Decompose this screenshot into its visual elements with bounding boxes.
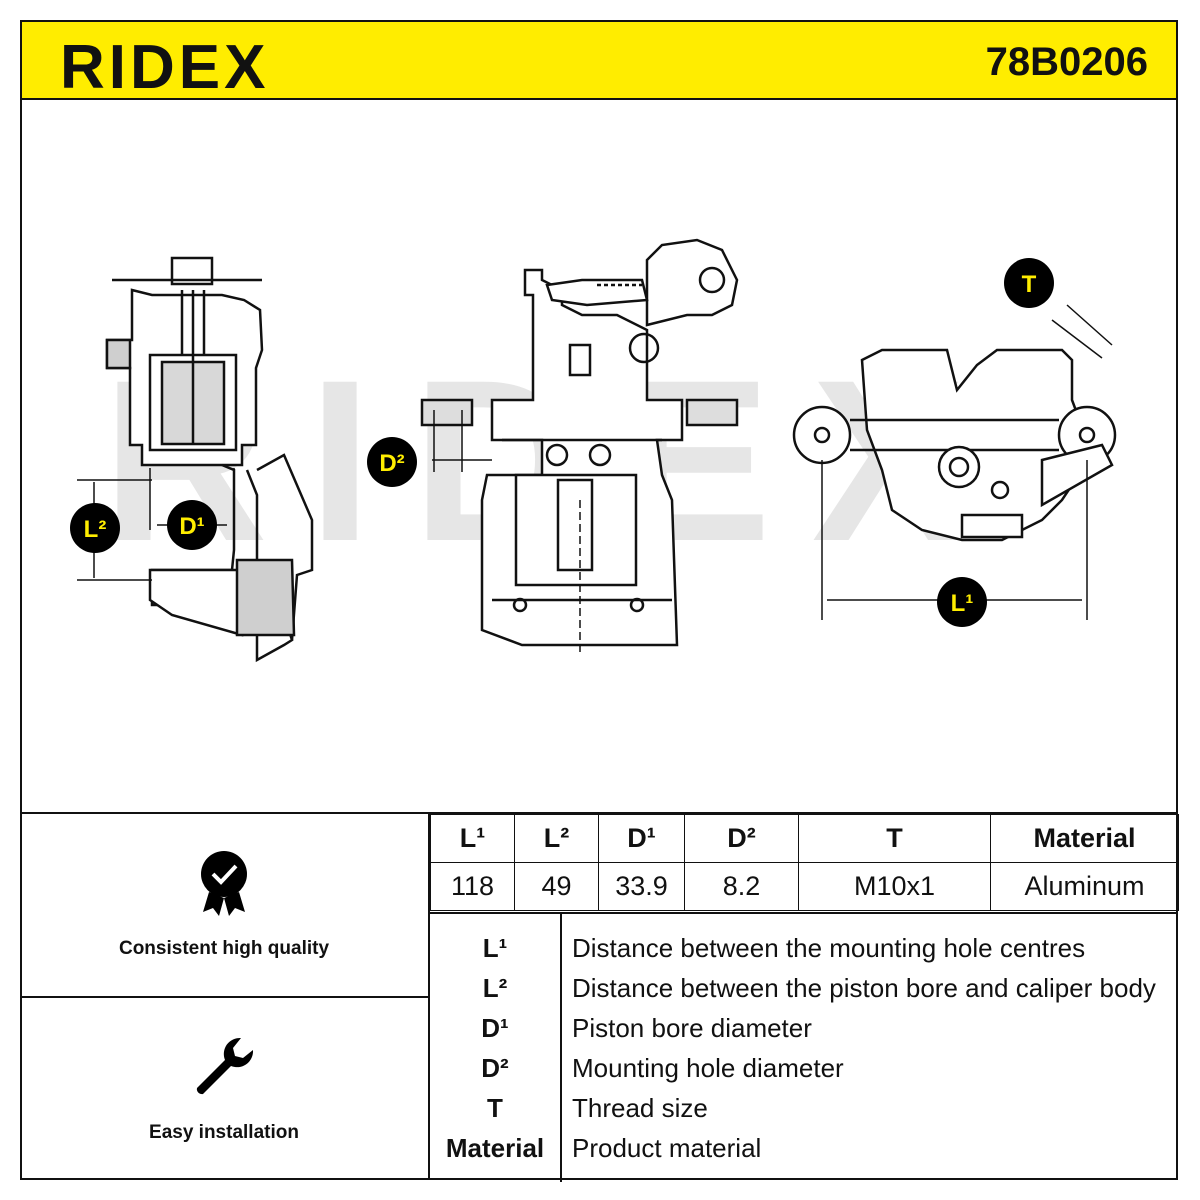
spec-header-row: L¹ L² D¹ D² T Material <box>430 814 1179 863</box>
badge-l1: L¹ <box>937 577 987 627</box>
legend-row: D¹ Piston bore diameter <box>430 1008 1178 1048</box>
feature-installation: Easy installation <box>20 998 428 1180</box>
legend-row: L¹ Distance between the mounting hole ce… <box>430 928 1178 968</box>
spec-value-cell: 49 <box>514 862 599 911</box>
legend-key: Material <box>445 1133 545 1163</box>
spec-value-cell: Aluminum <box>990 862 1179 911</box>
legend-description: Product material <box>572 1133 762 1163</box>
legend-key: L¹ <box>482 933 508 963</box>
svg-text:L²: L² <box>84 516 107 543</box>
spec-value-cell: 33.9 <box>598 862 685 911</box>
spec-value-row: 118 49 33.9 8.2 M10x1 Aluminum <box>430 862 1179 911</box>
spec-header-cell: L¹ <box>430 814 515 863</box>
spec-header-cell: L² <box>514 814 599 863</box>
legend-separator <box>560 914 562 1182</box>
legend-row: T Thread size <box>430 1088 1178 1128</box>
svg-text:L¹: L¹ <box>951 590 974 617</box>
svg-text:D¹: D¹ <box>179 513 204 540</box>
legend-description: Thread size <box>572 1093 708 1123</box>
feature-quality-label: Consistent high quality <box>118 938 330 959</box>
brand-logo-text: RIDEX <box>60 36 269 96</box>
header-bar: RIDEX 78B0206 <box>20 20 1178 100</box>
caliper-section-view <box>77 256 314 663</box>
legend-table: L¹ Distance between the mounting hole ce… <box>430 912 1178 1182</box>
svg-text:T: T <box>1022 271 1037 298</box>
caliper-rear-view <box>792 304 1117 620</box>
badge-d1: D¹ <box>167 500 217 550</box>
spec-header-cell: T <box>798 814 991 863</box>
legend-row: D² Mounting hole diameter <box>430 1048 1178 1088</box>
badge-d2: D² <box>367 437 417 487</box>
ridex-logo: RIDEX <box>60 36 269 96</box>
spec-value-cell: M10x1 <box>798 862 991 911</box>
features-panel: Consistent high quality Easy installatio… <box>20 814 430 1180</box>
part-number: 78B0206 <box>985 40 1148 84</box>
legend-key: T <box>487 1093 503 1123</box>
badge-t: T <box>1004 258 1054 308</box>
legend-key: D¹ <box>481 1013 509 1043</box>
spec-header-cell: D² <box>684 814 799 863</box>
feature-separator <box>20 996 430 998</box>
spec-value-cell: 8.2 <box>684 862 799 911</box>
badge-l2: L² <box>70 503 120 553</box>
svg-text:D²: D² <box>379 450 404 477</box>
legend-row: L² Distance between the piston bore and … <box>430 968 1178 1008</box>
wrench-icon <box>196 1037 254 1095</box>
legend-description: Mounting hole diameter <box>572 1053 844 1083</box>
spec-value-cell: 118 <box>430 862 515 911</box>
legend-description: Piston bore diameter <box>572 1013 812 1043</box>
legend-row: Material Product material <box>430 1128 1178 1168</box>
legend-key: D² <box>481 1053 509 1083</box>
quality-badge-icon <box>201 851 247 916</box>
feature-quality: Consistent high quality <box>20 814 428 996</box>
technical-drawing: RIDEX <box>70 238 1117 663</box>
spec-header-cell: Material <box>990 814 1179 863</box>
caliper-front-view <box>420 238 739 655</box>
legend-description: Distance between the mounting hole centr… <box>572 933 1086 963</box>
spec-table: L¹ L² D¹ D² T Material 118 49 33.9 8.2 M… <box>430 814 1179 911</box>
spec-header-cell: D¹ <box>598 814 685 863</box>
feature-installation-label: Easy installation <box>149 1122 299 1143</box>
legend-description: Distance between the piston bore and cal… <box>572 973 1156 1003</box>
section-divider <box>20 812 1178 814</box>
legend-key: L² <box>482 973 508 1003</box>
